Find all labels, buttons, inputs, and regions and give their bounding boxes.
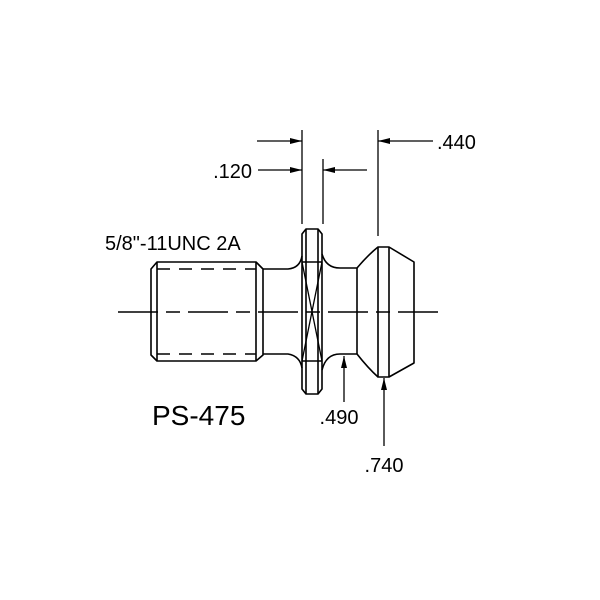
dimension-label-flange-width: .120 (213, 161, 252, 183)
thread-spec-label: 5/8"-11UNC 2A (105, 233, 241, 255)
groove (321, 246, 379, 378)
threaded-shank (150, 261, 264, 362)
dimension-label-head-offset: .440 (437, 132, 476, 154)
dimension-label-head-diameter: .740 (365, 455, 404, 477)
head (377, 246, 415, 378)
part-number-label: PS-475 (152, 400, 245, 431)
dimension-label-groove-diameter: .490 (320, 407, 359, 429)
hex-flange (301, 228, 323, 395)
